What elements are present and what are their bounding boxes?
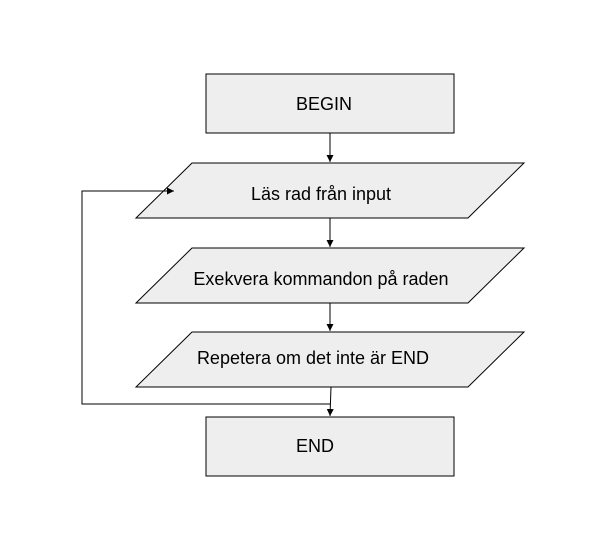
node-read-line: Läs rad från input (134, 162, 526, 219)
read-line-label: Läs rad från input (251, 184, 391, 204)
node-repeat: Repetera om det inte är END (134, 331, 526, 388)
arrow-repeat-to-end (326, 386, 334, 417)
execute-label: Exekvera kommandon på raden (193, 269, 448, 289)
node-end: END (205, 416, 455, 477)
begin-box (205, 73, 455, 134)
repeat-parallelogram (134, 331, 526, 388)
arrow-loop-back-to-read-line (81, 187, 330, 405)
node-execute: Exekvera kommandon på raden (134, 247, 526, 304)
end-box (205, 416, 455, 477)
read-line-parallelogram (134, 162, 526, 219)
repeat-label: Repetera om det inte är END (197, 348, 429, 368)
execute-parallelogram (134, 247, 526, 304)
end-label: END (296, 436, 334, 456)
begin-label: BEGIN (296, 94, 352, 114)
node-begin: BEGIN (205, 73, 455, 134)
